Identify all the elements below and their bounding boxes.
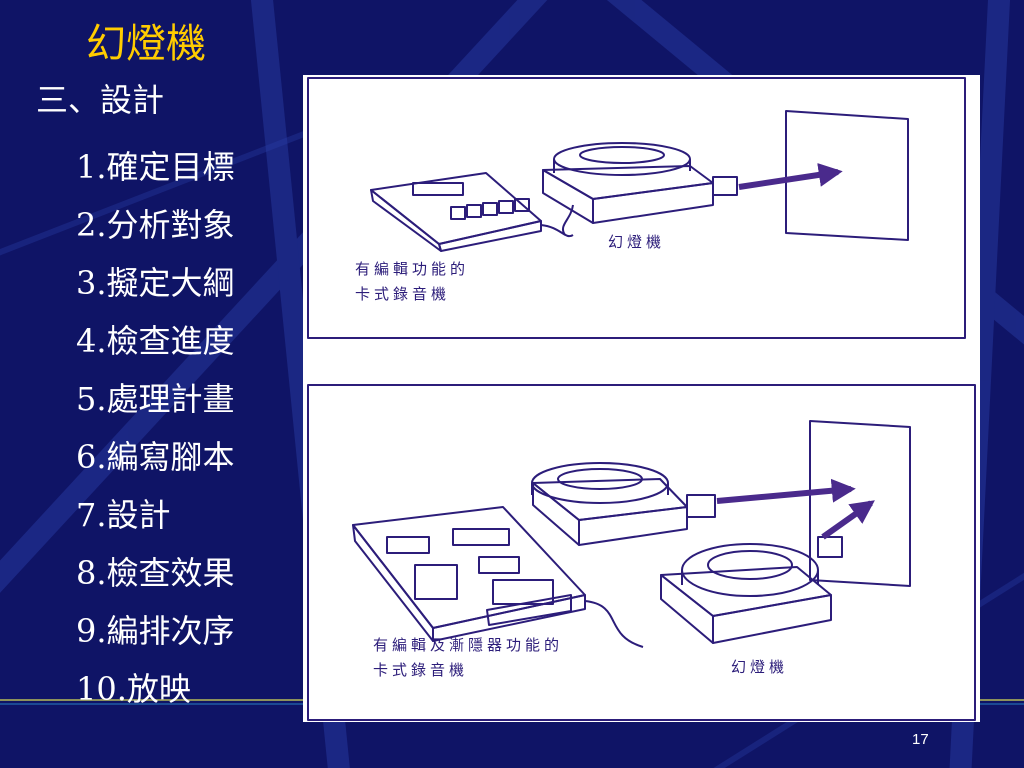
slide-projector — [542, 142, 738, 236]
list-item: 6.編寫腳本 — [76, 438, 235, 476]
projection-arrow — [716, 478, 856, 504]
list-item: 9.編排次序 — [76, 612, 235, 650]
recorder-caption-line2: 卡式錄音機 — [373, 661, 469, 679]
recorder-caption-line1: 有編輯功能的 — [355, 260, 470, 278]
illustration-panel: 幻燈機 有編輯功能的 卡式錄音機 幻燈機 有編輯及漸隱器功能的 卡式錄音機 — [303, 75, 980, 722]
projector-recorder-illustration — [307, 77, 976, 721]
cassette-recorder-with-fader — [352, 506, 644, 648]
bottom-figure — [307, 384, 976, 721]
top-figure — [307, 77, 966, 339]
list-item: 7.設計 — [76, 496, 171, 534]
list-item: 4.檢查進度 — [76, 322, 235, 360]
slide-projector — [660, 536, 843, 644]
projection-screen — [809, 420, 911, 587]
slide-projector — [531, 462, 716, 546]
list-item: 8.檢查效果 — [76, 554, 235, 592]
slide-title: 幻燈機 — [86, 21, 206, 67]
list-item: 10.放映 — [76, 670, 191, 708]
list-item: 2.分析對象 — [76, 206, 235, 244]
page-number: 17 — [912, 731, 929, 748]
design-steps-list: 1.確定目標 2.分析對象 3.擬定大綱 4.檢查進度 5.處理計畫 6.編寫腳… — [76, 138, 235, 718]
list-item: 5.處理計畫 — [76, 380, 235, 418]
projection-arrow — [738, 163, 843, 190]
cassette-recorder — [370, 172, 574, 252]
section-heading: 三、設計 — [36, 81, 165, 119]
projector-caption: 幻燈機 — [608, 233, 666, 251]
recorder-caption-line1: 有編輯及漸隱器功能的 — [373, 636, 564, 654]
top-frame — [307, 77, 966, 339]
list-item: 3.擬定大綱 — [76, 264, 235, 302]
projector-caption: 幻燈機 — [731, 658, 789, 676]
list-item: 1.確定目標 — [76, 148, 235, 186]
projection-arrow — [821, 500, 875, 540]
bottom-frame — [307, 384, 976, 721]
recorder-caption-line2: 卡式錄音機 — [355, 285, 451, 303]
projection-screen — [785, 110, 909, 241]
